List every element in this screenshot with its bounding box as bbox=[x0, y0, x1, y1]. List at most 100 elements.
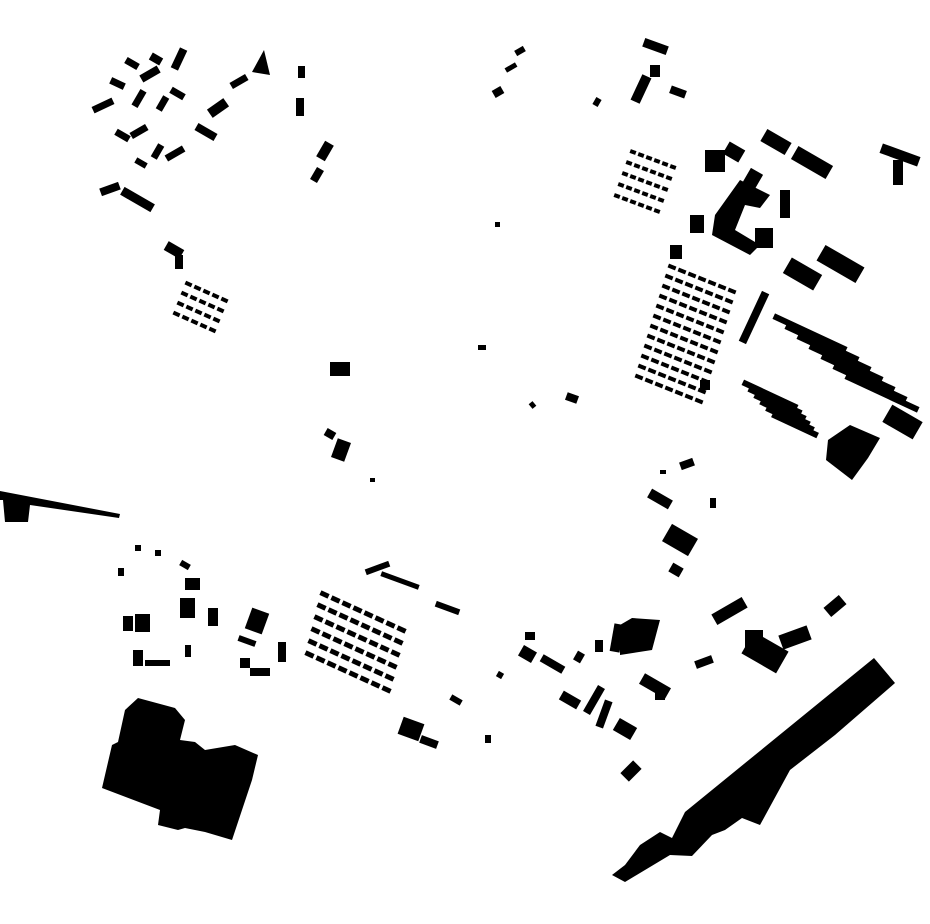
building bbox=[687, 383, 697, 391]
building bbox=[667, 375, 677, 383]
building bbox=[349, 617, 360, 626]
building bbox=[133, 650, 143, 666]
building bbox=[665, 175, 673, 181]
linear-building bbox=[0, 491, 120, 522]
building bbox=[700, 380, 710, 390]
building bbox=[637, 152, 645, 158]
building bbox=[657, 172, 665, 178]
building bbox=[740, 167, 764, 193]
building bbox=[229, 73, 249, 90]
building bbox=[343, 641, 354, 650]
building bbox=[645, 155, 653, 161]
building bbox=[365, 651, 376, 660]
building bbox=[318, 643, 329, 652]
building bbox=[184, 280, 193, 288]
building bbox=[697, 275, 707, 283]
building bbox=[782, 257, 823, 291]
building bbox=[91, 97, 115, 114]
building bbox=[708, 313, 718, 321]
building bbox=[629, 199, 637, 205]
building bbox=[808, 343, 884, 383]
building bbox=[298, 66, 305, 78]
building bbox=[135, 614, 150, 632]
building bbox=[820, 353, 896, 393]
building bbox=[354, 646, 365, 655]
building bbox=[330, 362, 350, 376]
building bbox=[180, 290, 189, 298]
building bbox=[698, 309, 708, 317]
building bbox=[434, 600, 461, 616]
building bbox=[677, 379, 687, 387]
building bbox=[686, 349, 696, 357]
building bbox=[134, 157, 148, 169]
building bbox=[718, 317, 728, 325]
building bbox=[324, 619, 335, 628]
building bbox=[310, 166, 324, 184]
building bbox=[745, 630, 763, 652]
building bbox=[193, 284, 202, 292]
building bbox=[722, 141, 746, 163]
building bbox=[697, 387, 707, 395]
building bbox=[332, 636, 343, 645]
building bbox=[844, 373, 920, 413]
building bbox=[694, 285, 704, 293]
building bbox=[659, 327, 669, 335]
building bbox=[360, 622, 371, 631]
building bbox=[675, 311, 685, 319]
building bbox=[145, 660, 170, 666]
building bbox=[694, 397, 704, 405]
building bbox=[252, 50, 270, 75]
building bbox=[617, 182, 625, 188]
building bbox=[203, 312, 212, 320]
building bbox=[495, 670, 505, 680]
building bbox=[643, 343, 653, 351]
building bbox=[380, 571, 420, 590]
building bbox=[771, 411, 819, 439]
building bbox=[518, 645, 537, 663]
building bbox=[124, 56, 140, 71]
building bbox=[351, 658, 362, 667]
building bbox=[155, 95, 170, 112]
building bbox=[710, 498, 716, 508]
building bbox=[327, 607, 338, 616]
building bbox=[780, 190, 790, 218]
building bbox=[689, 339, 699, 347]
building bbox=[385, 620, 396, 629]
building bbox=[170, 47, 188, 71]
building bbox=[199, 322, 208, 330]
building bbox=[131, 88, 147, 109]
building bbox=[296, 98, 304, 116]
building bbox=[390, 649, 401, 658]
building bbox=[337, 665, 348, 674]
building bbox=[687, 271, 697, 279]
building bbox=[674, 277, 684, 285]
building bbox=[796, 333, 872, 373]
building bbox=[661, 283, 671, 291]
building bbox=[666, 341, 676, 349]
building bbox=[573, 650, 585, 664]
building bbox=[135, 545, 141, 551]
building bbox=[816, 244, 865, 284]
building bbox=[721, 307, 731, 315]
building bbox=[478, 345, 486, 350]
building bbox=[682, 325, 692, 333]
building bbox=[304, 650, 315, 659]
building bbox=[656, 337, 666, 345]
building bbox=[207, 302, 216, 310]
building bbox=[620, 618, 660, 655]
building bbox=[357, 634, 368, 643]
building bbox=[705, 323, 715, 331]
building bbox=[637, 202, 645, 208]
building bbox=[649, 323, 659, 331]
building bbox=[629, 174, 637, 180]
building bbox=[595, 699, 613, 729]
building bbox=[352, 605, 363, 614]
building bbox=[609, 623, 625, 653]
building bbox=[727, 287, 737, 295]
building bbox=[250, 668, 270, 676]
building bbox=[709, 347, 719, 355]
building bbox=[374, 615, 385, 624]
building bbox=[316, 140, 334, 162]
building bbox=[240, 658, 250, 668]
building bbox=[690, 373, 700, 381]
